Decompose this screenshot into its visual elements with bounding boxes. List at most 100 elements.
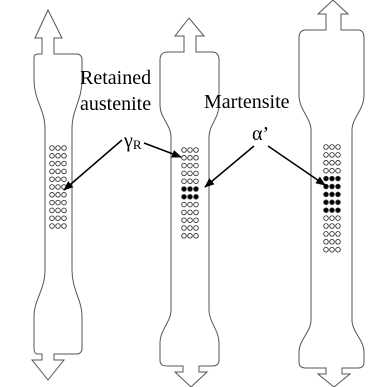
austenite-dot <box>329 160 335 166</box>
martensite-dot <box>329 191 335 198</box>
austenite-dot <box>181 147 187 153</box>
austenite-dot <box>55 176 61 182</box>
retained-austenite-label-line2: austenite <box>80 93 151 115</box>
austenite-dot <box>187 209 193 216</box>
austenite-dot <box>55 153 61 159</box>
austenite-dot <box>49 145 55 151</box>
austenite-dot <box>55 160 61 167</box>
austenite-dot <box>323 223 329 229</box>
austenite-dot <box>181 155 187 161</box>
austenite-dot <box>49 153 55 159</box>
martensite-dot <box>187 186 193 192</box>
austenite-dot <box>55 184 61 190</box>
austenite-dot <box>335 231 341 237</box>
martensite-dot <box>335 199 341 206</box>
austenite-dot <box>55 168 61 175</box>
martensite-dot <box>181 194 187 200</box>
martensite-label: Martensite <box>204 91 290 113</box>
martensite-dot <box>323 191 329 198</box>
austenite-dot <box>335 239 341 245</box>
austenite-dot <box>49 176 55 182</box>
austenite-dot <box>335 223 341 229</box>
austenite-dot <box>55 215 61 221</box>
austenite-dot <box>187 225 193 231</box>
martensite-dot <box>329 183 335 190</box>
austenite-dot <box>335 152 341 158</box>
martensite-dot <box>335 207 341 213</box>
austenite-dot <box>181 170 187 177</box>
martensite-dot <box>329 207 335 213</box>
austenite-dot <box>187 155 193 161</box>
alpha-prime-symbol: α’ <box>252 123 269 145</box>
gamma-r-symbol: γR <box>123 130 142 152</box>
austenite-dot <box>55 199 61 206</box>
martensite-dot <box>335 191 341 198</box>
austenite-dot <box>329 215 335 221</box>
austenite-dot <box>329 144 335 150</box>
austenite-dot <box>187 170 193 177</box>
austenite-dot <box>187 162 193 169</box>
austenite-dot <box>49 168 55 175</box>
arrow-gamma-to-specimen-2 <box>143 142 182 158</box>
austenite-dot <box>181 162 187 169</box>
austenite-dot <box>329 152 335 158</box>
austenite-dot <box>49 215 55 221</box>
austenite-dot <box>187 201 193 208</box>
austenite-dot <box>49 192 55 198</box>
austenite-dot <box>193 162 199 169</box>
martensite-dot <box>329 175 335 182</box>
austenite-dot <box>193 170 199 177</box>
austenite-dot <box>323 239 329 245</box>
austenite-dot <box>335 144 341 150</box>
arrow-alpha-to-specimen-2 <box>204 145 255 188</box>
austenite-dot <box>181 233 187 239</box>
austenite-dot <box>187 217 193 223</box>
austenite-dot <box>329 223 335 229</box>
specimen-2-dot-column <box>181 147 199 239</box>
specimen-3 <box>298 0 365 387</box>
austenite-dot <box>61 192 67 198</box>
austenite-dot <box>55 145 61 151</box>
austenite-dot <box>323 152 329 158</box>
austenite-dot <box>49 207 55 214</box>
austenite-dot <box>193 209 199 216</box>
austenite-dot <box>187 147 193 153</box>
austenite-dot <box>335 215 341 221</box>
martensite-dot <box>323 207 329 213</box>
austenite-dot <box>323 167 329 174</box>
austenite-dot <box>61 153 67 159</box>
austenite-dot <box>335 246 341 253</box>
martensite-dot <box>181 186 187 192</box>
specimen-2 <box>159 17 220 387</box>
austenite-dot <box>335 160 341 166</box>
austenite-dot <box>335 167 341 174</box>
austenite-dot <box>323 215 329 221</box>
martensite-dot <box>193 194 199 200</box>
austenite-dot <box>193 217 199 223</box>
austenite-dot <box>193 178 199 184</box>
austenite-dot <box>187 178 193 184</box>
arrow-alpha-to-specimen-3 <box>267 145 326 186</box>
austenite-dot <box>323 246 329 253</box>
austenite-dot <box>61 199 67 206</box>
austenite-dot <box>181 209 187 216</box>
austenite-dot <box>181 225 187 231</box>
austenite-dot <box>49 160 55 167</box>
austenite-dot <box>61 176 67 182</box>
austenite-dot <box>193 201 199 208</box>
austenite-dot <box>181 217 187 223</box>
retained-austenite-label-line1: Retained <box>80 67 151 89</box>
austenite-dot <box>49 223 55 229</box>
martensite-dot <box>329 199 335 206</box>
austenite-dot <box>61 145 67 151</box>
austenite-dot <box>329 246 335 253</box>
martensite-dot <box>187 194 193 200</box>
specimen-2-outline <box>159 17 220 387</box>
austenite-dot <box>187 233 193 239</box>
arrow-gamma-to-specimen-1 <box>63 139 123 191</box>
austenite-dot <box>55 207 61 214</box>
austenite-dot <box>61 215 67 221</box>
austenite-dot <box>329 231 335 237</box>
specimen-1-dot-column <box>49 145 67 229</box>
